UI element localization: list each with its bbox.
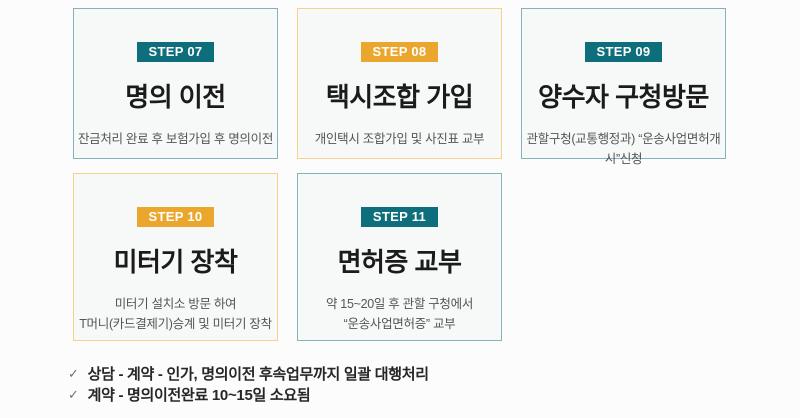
step-title: 양수자 구청방문 — [538, 82, 709, 112]
note-text: 상담 - 계약 - 인가, 명의이전 후속업무까지 일괄 대행처리 — [87, 366, 430, 383]
step-badge: STEP 11 — [360, 207, 439, 227]
step-card: STEP 08 택시조합 가입 개인택시 조합가입 및 사진표 교부 — [297, 8, 502, 159]
step-title: 면허증 교부 — [337, 247, 462, 277]
step-description: 개인택시 조합가입 및 사진표 교부 — [314, 132, 485, 146]
step-description: 잔금처리 완료 후 보험가입 후 명의이전 — [77, 132, 274, 146]
step-badge: STEP 07 — [136, 42, 215, 62]
step-card: STEP 09 양수자 구청방문 관할구청(교통행정과) “운송사업면허개시”신… — [521, 8, 726, 166]
step-badge: STEP 08 — [360, 42, 439, 62]
steps-grid: STEP 07 명의 이전 잔금처리 완료 후 보험가입 후 명의이전 STEP… — [73, 8, 800, 341]
step-card: STEP 07 명의 이전 잔금처리 완료 후 보험가입 후 명의이전 — [73, 8, 278, 159]
check-icon: ✓ — [68, 387, 79, 402]
step-title: 명의 이전 — [125, 82, 226, 112]
notes-list: ✓ 상담 - 계약 - 인가, 명의이전 후속업무까지 일괄 대행처리 ✓ 계약… — [68, 364, 800, 406]
step-title: 택시조합 가입 — [325, 82, 474, 112]
note-item: ✓ 계약 - 명의이전완료 10~15일 소요됨 — [68, 385, 800, 406]
step-card: STEP 11 면허증 교부 약 15~20일 후 관할 구청에서“운송사업면허… — [297, 173, 502, 341]
step-badge: STEP 09 — [584, 42, 663, 62]
step-description: 관할구청(교통행정과) “운송사업면허개시”신청 — [526, 132, 721, 166]
step-badge: STEP 10 — [136, 207, 215, 227]
check-icon: ✓ — [68, 366, 79, 381]
step-description: 약 15~20일 후 관할 구청에서“운송사업면허증” 교부 — [325, 297, 474, 331]
note-item: ✓ 상담 - 계약 - 인가, 명의이전 후속업무까지 일괄 대행처리 — [68, 364, 800, 385]
step-title: 미터기 장착 — [113, 247, 238, 277]
note-text: 계약 - 명의이전완료 10~15일 소요됨 — [87, 387, 311, 404]
